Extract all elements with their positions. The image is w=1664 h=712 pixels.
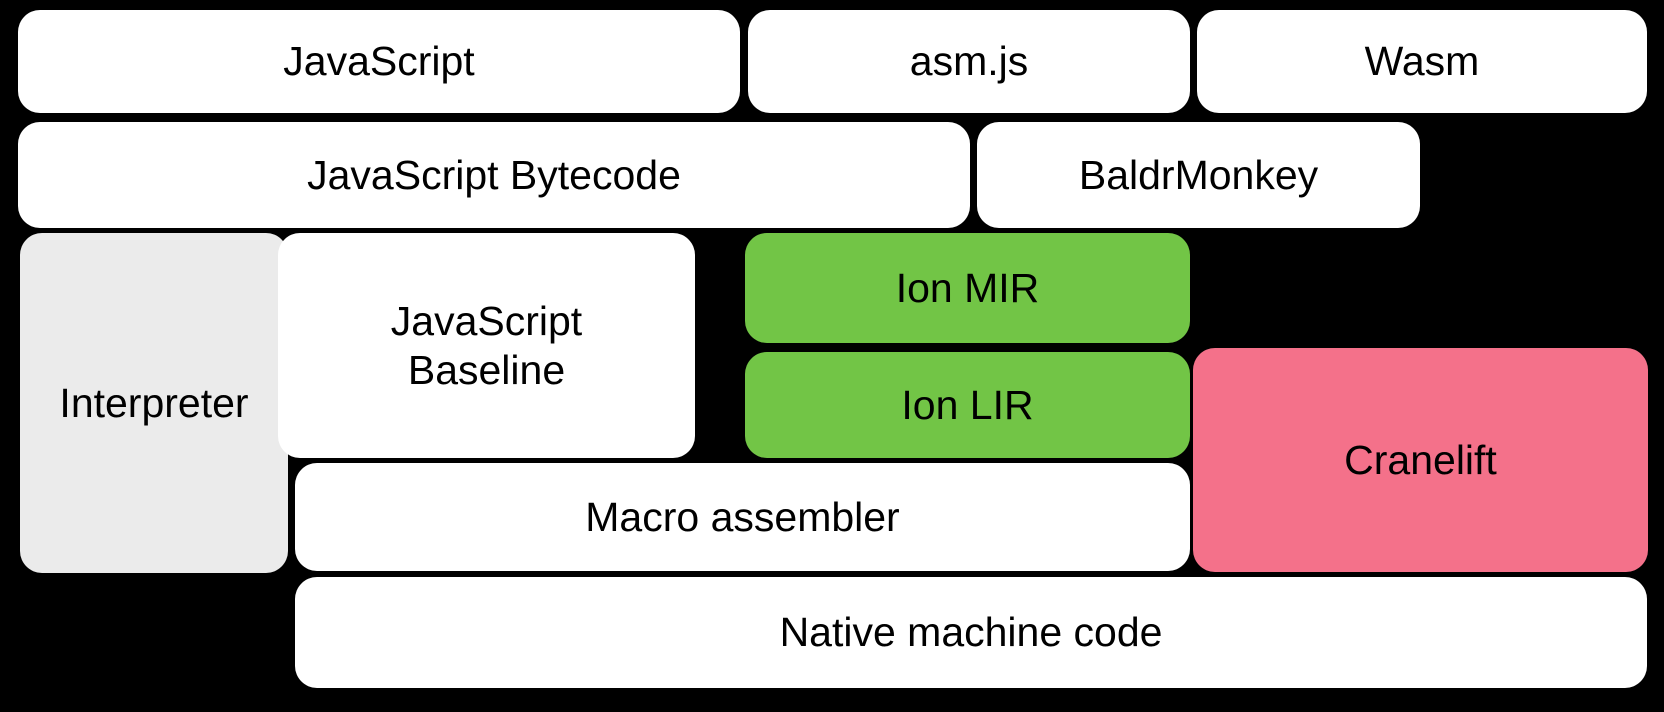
node-javascript-bytecode[interactable]: JavaScript Bytecode <box>18 122 970 228</box>
node-ion-lir[interactable]: Ion LIR <box>745 352 1190 458</box>
node-cranelift[interactable]: Cranelift <box>1193 348 1648 572</box>
node-asm-js[interactable]: asm.js <box>748 10 1190 113</box>
node-native-machine-code[interactable]: Native machine code <box>295 577 1647 688</box>
node-wasm[interactable]: Wasm <box>1197 10 1647 113</box>
node-javascript[interactable]: JavaScript <box>18 10 740 113</box>
node-macro-assembler[interactable]: Macro assembler <box>295 463 1190 571</box>
node-javascript-baseline[interactable]: JavaScript Baseline <box>278 233 695 458</box>
node-baldrmonkey[interactable]: BaldrMonkey <box>977 122 1420 228</box>
node-interpreter[interactable]: Interpreter <box>20 233 288 573</box>
node-ion-mir[interactable]: Ion MIR <box>745 233 1190 343</box>
